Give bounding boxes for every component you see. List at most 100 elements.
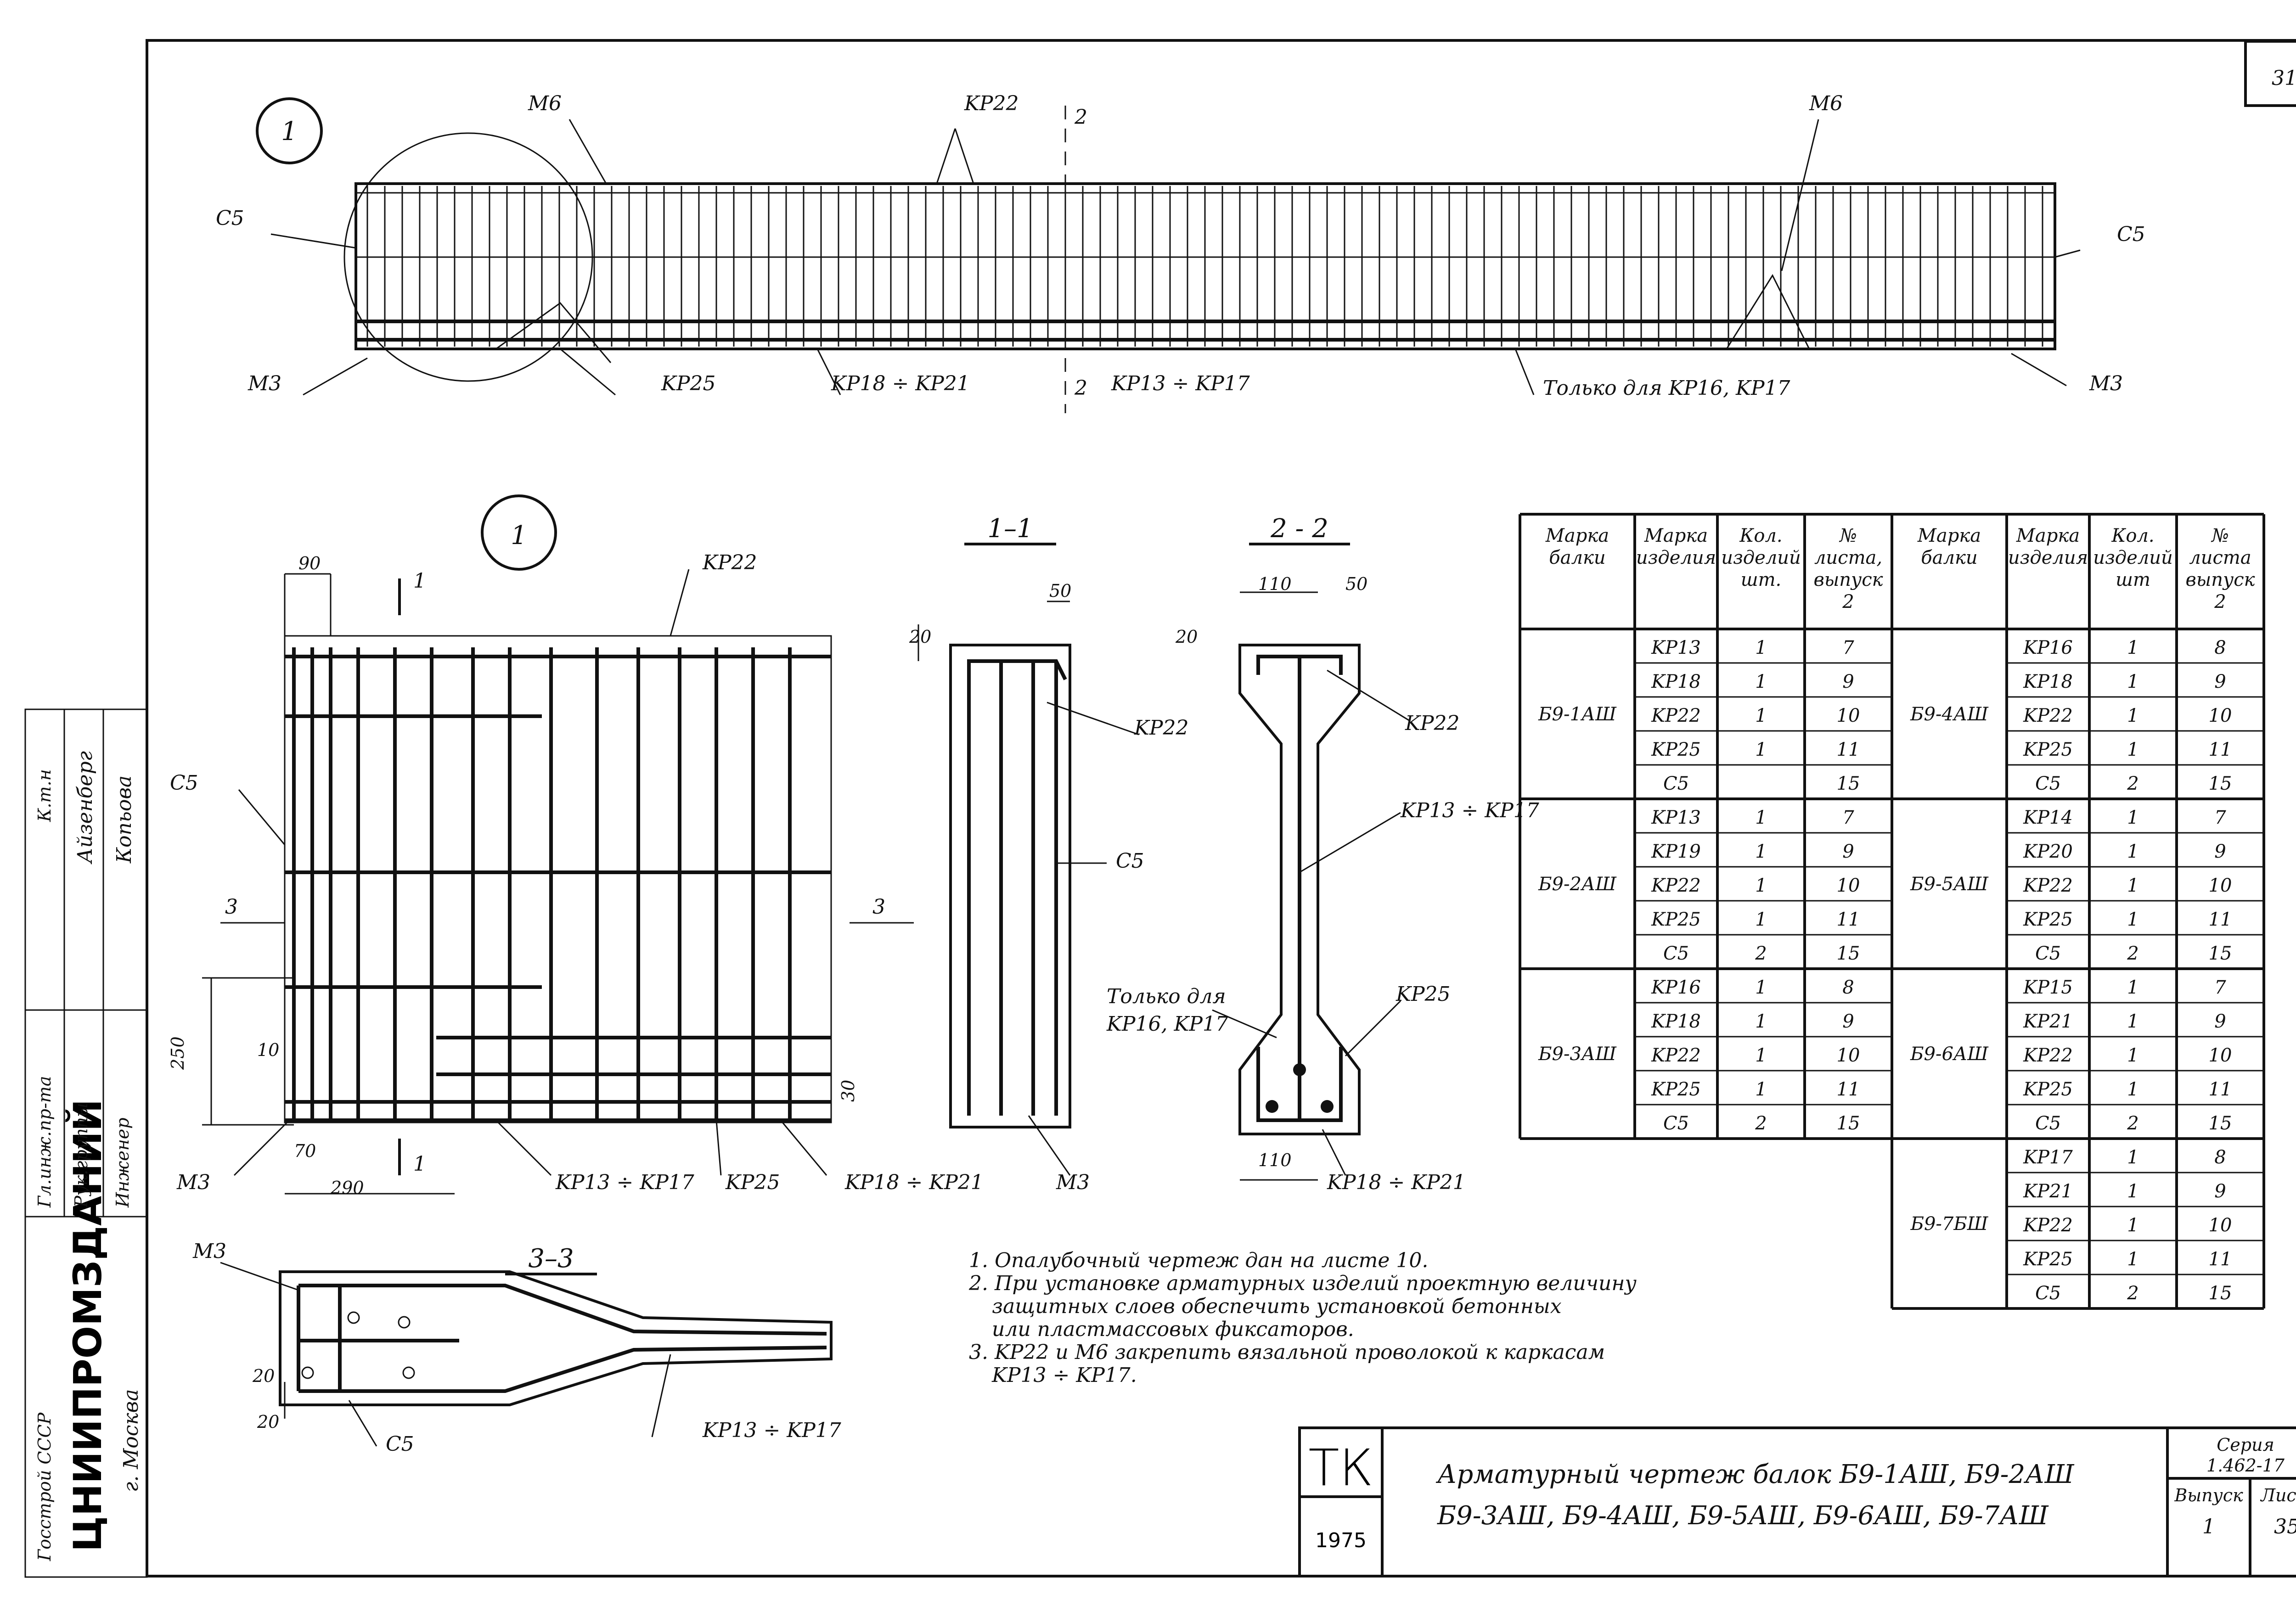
table-cell: 10 — [1837, 1045, 1860, 1066]
table-cell: 1 — [2127, 977, 2138, 998]
table-cell: 10 — [1837, 705, 1860, 726]
detail-label-kp25: KP25 — [725, 1171, 780, 1194]
detail-label-kp18-21: KP18 ÷ KP21 — [844, 1171, 984, 1194]
table-cell: KP15 — [2023, 977, 2073, 998]
table-header: листа, — [1814, 547, 1882, 568]
table-cell: 2 — [2127, 1113, 2138, 1134]
note-1: 1. Опалубочный чертеж дан на листе 10. — [969, 1249, 1428, 1272]
title-sheet-value: 35 — [2274, 1515, 2296, 1538]
dim-20-sec2: 20 — [1175, 627, 1198, 647]
table-header: шт — [2116, 569, 2150, 590]
table-cell: 15 — [1837, 1113, 1860, 1134]
table-cell: KP17 — [2023, 1147, 2073, 1168]
beam-mark: Б9-5АШ — [1910, 874, 1989, 895]
table-header: балки — [1549, 547, 1605, 568]
table-cell: 1 — [2127, 1011, 2138, 1032]
table-cell: 2 — [2127, 773, 2138, 794]
table-cell: 1 — [1755, 875, 1767, 896]
table-cell: 1 — [1755, 1079, 1767, 1100]
detail-stirrups — [292, 647, 792, 1120]
detail-label-kp13-17: KP13 ÷ KP17 — [555, 1171, 694, 1194]
table-header: изделий — [2093, 547, 2173, 568]
dim-30: 30 — [838, 1080, 858, 1102]
section-3-3-title: 3–3 — [528, 1244, 574, 1274]
table-cell: 1 — [2127, 739, 2138, 760]
table-cell: KP22 — [1651, 705, 1701, 726]
table-cell: KP25 — [1651, 909, 1701, 930]
table-cell: 8 — [2214, 637, 2226, 658]
title-year: 1975 — [1315, 1529, 1367, 1552]
title-block — [1298, 1426, 2296, 1578]
table-cell: 1 — [2127, 841, 2138, 862]
table-cell: KP22 — [2023, 705, 2073, 726]
callout-1-label: 1 — [281, 117, 298, 146]
label-m3-left: M3 — [248, 372, 281, 395]
note-2: 2. При установке арматурных изделий прое… — [968, 1272, 1637, 1295]
table-cell: KP18 — [2023, 671, 2073, 692]
note-2-cont-2: или пластмассовых фиксаторов. — [992, 1318, 1354, 1341]
sec2-label-kp25: KP25 — [1396, 982, 1450, 1006]
section-2-2-title: 2 - 2 — [1270, 514, 1328, 544]
table-cell: 9 — [1842, 841, 1854, 862]
table-cell: 1 — [2127, 875, 2138, 896]
beam-mark: Б9-1АШ — [1538, 704, 1617, 725]
table-cell: KP25 — [1651, 1079, 1701, 1100]
table-cell: KP22 — [1651, 1045, 1701, 1066]
table-header: № — [1839, 525, 1857, 546]
spec-table: МаркабалкиМаркаизделияКол.изделийшт.№лис… — [1519, 513, 2265, 1310]
table-cell: 1 — [1755, 637, 1767, 658]
dim-250: 250 — [168, 1036, 188, 1070]
table-header: 2 — [1842, 591, 1854, 612]
table-header: Марка — [1545, 525, 1609, 546]
title-issue-value: 1 — [2202, 1515, 2215, 1538]
table-cell: C5 — [2035, 1283, 2061, 1304]
table-cell: KP18 — [1651, 671, 1701, 692]
label-kp22-top: KP22 — [964, 92, 1019, 115]
table-cell: 2 — [2127, 1283, 2138, 1304]
table-cell: KP22 — [2023, 1215, 2073, 1236]
table-cell: 1 — [1755, 977, 1767, 998]
table-cell: C5 — [1663, 943, 1689, 964]
detail-1-callout-label: 1 — [511, 521, 527, 550]
table-header: изделия — [2008, 547, 2088, 568]
label-kp25-top: KP25 — [661, 372, 715, 395]
table-cell: KP25 — [2023, 909, 2073, 930]
top-beam-view: 1 — [256, 97, 2081, 413]
table-cell: KP18 — [1651, 1011, 1701, 1032]
table-cell: 1 — [1755, 739, 1767, 760]
table-cell: 1 — [1755, 909, 1767, 930]
side-stamp-name-1: Айзенберг — [73, 751, 97, 865]
table-cell: 1 — [2127, 671, 2138, 692]
table-cell: 11 — [1837, 1079, 1860, 1100]
table-cell: 1 — [2127, 1215, 2138, 1236]
table-cell: 15 — [1837, 773, 1860, 794]
note-3: 3. KP22 и M6 закрепить вязальной проволо… — [969, 1341, 1605, 1364]
i-beam-outline — [1238, 644, 1361, 1135]
table-cell: 2 — [1755, 943, 1767, 964]
table-cell: KP22 — [1651, 875, 1701, 896]
side-stamp-gosstroy: Госстрой СССР — [34, 1412, 55, 1561]
table-cell: 1 — [2127, 1249, 2138, 1270]
table-header: Марка — [2016, 525, 2080, 546]
section-1-mark-top: 1 — [413, 569, 426, 593]
table-cell: KP25 — [2023, 739, 2073, 760]
detail-label-kp22: KP22 — [702, 551, 757, 574]
table-header: Кол. — [2111, 525, 2154, 546]
dim-70: 70 — [294, 1141, 316, 1161]
dim-10: 10 — [257, 1040, 279, 1060]
beam-mark: Б9-7БШ — [1910, 1213, 1989, 1235]
title-line-2: Б9-3АШ, Б9-4АШ, Б9-5АШ, Б9-6АШ, Б9-7АШ — [1437, 1501, 2049, 1531]
sec2-label-only-for-2: KP16, KP17 — [1106, 1012, 1228, 1036]
detail-label-m3: M3 — [176, 1171, 210, 1194]
side-stamp-role-1: Гл.инж.пр-та — [34, 1076, 55, 1208]
table-cell: 7 — [1842, 807, 1854, 828]
title-line-1: Арматурный чертеж балок Б9-1АШ, Б9-2АШ — [1435, 1460, 2075, 1489]
stirrups-group — [366, 186, 2043, 347]
table-cell: 10 — [1837, 875, 1860, 896]
side-stamp-city: г. Москва — [119, 1389, 143, 1492]
beam-outline — [355, 182, 2056, 350]
label-kp18-21-top: KP18 ÷ KP21 — [831, 372, 970, 395]
section-1-1-outline — [949, 644, 1071, 1128]
sec1-label-c5: C5 — [1116, 849, 1144, 873]
